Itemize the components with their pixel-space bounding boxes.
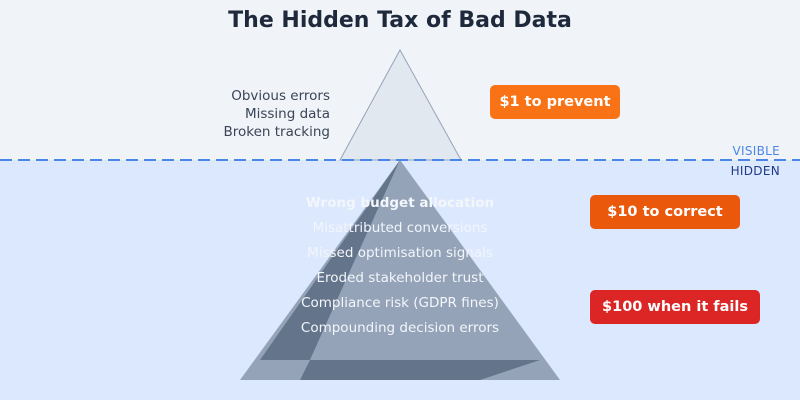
- visible-label: VISIBLE: [732, 144, 780, 158]
- hidden-item: Misattributed conversions: [312, 220, 488, 236]
- hidden-item: Compliance risk (GDPR fines): [301, 295, 499, 311]
- visible-item: Broken tracking: [223, 124, 331, 140]
- failure-cost-badge: $100 when it fails: [590, 290, 760, 324]
- hidden-item: Wrong budget allocation: [305, 195, 495, 211]
- iceberg-tip: [339, 48, 462, 161]
- iceberg-shadow: [260, 160, 540, 380]
- prevent-cost-badge: $1 to prevent: [490, 85, 620, 119]
- hidden-item: Eroded stakeholder trust: [316, 270, 484, 286]
- correct-cost-badge: $10 to correct: [590, 195, 740, 229]
- hidden-label: HIDDEN: [730, 164, 780, 178]
- visible-item: Missing data: [244, 106, 330, 122]
- visible-item: Obvious errors: [231, 88, 330, 104]
- hidden-item: Missed optimisation signals: [307, 245, 493, 261]
- diagram-title: The Hidden Tax of Bad Data: [228, 8, 572, 33]
- hidden-costs-list: Wrong budget allocation Misattributed co…: [250, 191, 550, 341]
- iceberg-face: [310, 160, 540, 360]
- hidden-item: Compounding decision errors: [300, 320, 500, 336]
- visible-costs-list: Obvious errors Missing data Broken track…: [224, 87, 331, 141]
